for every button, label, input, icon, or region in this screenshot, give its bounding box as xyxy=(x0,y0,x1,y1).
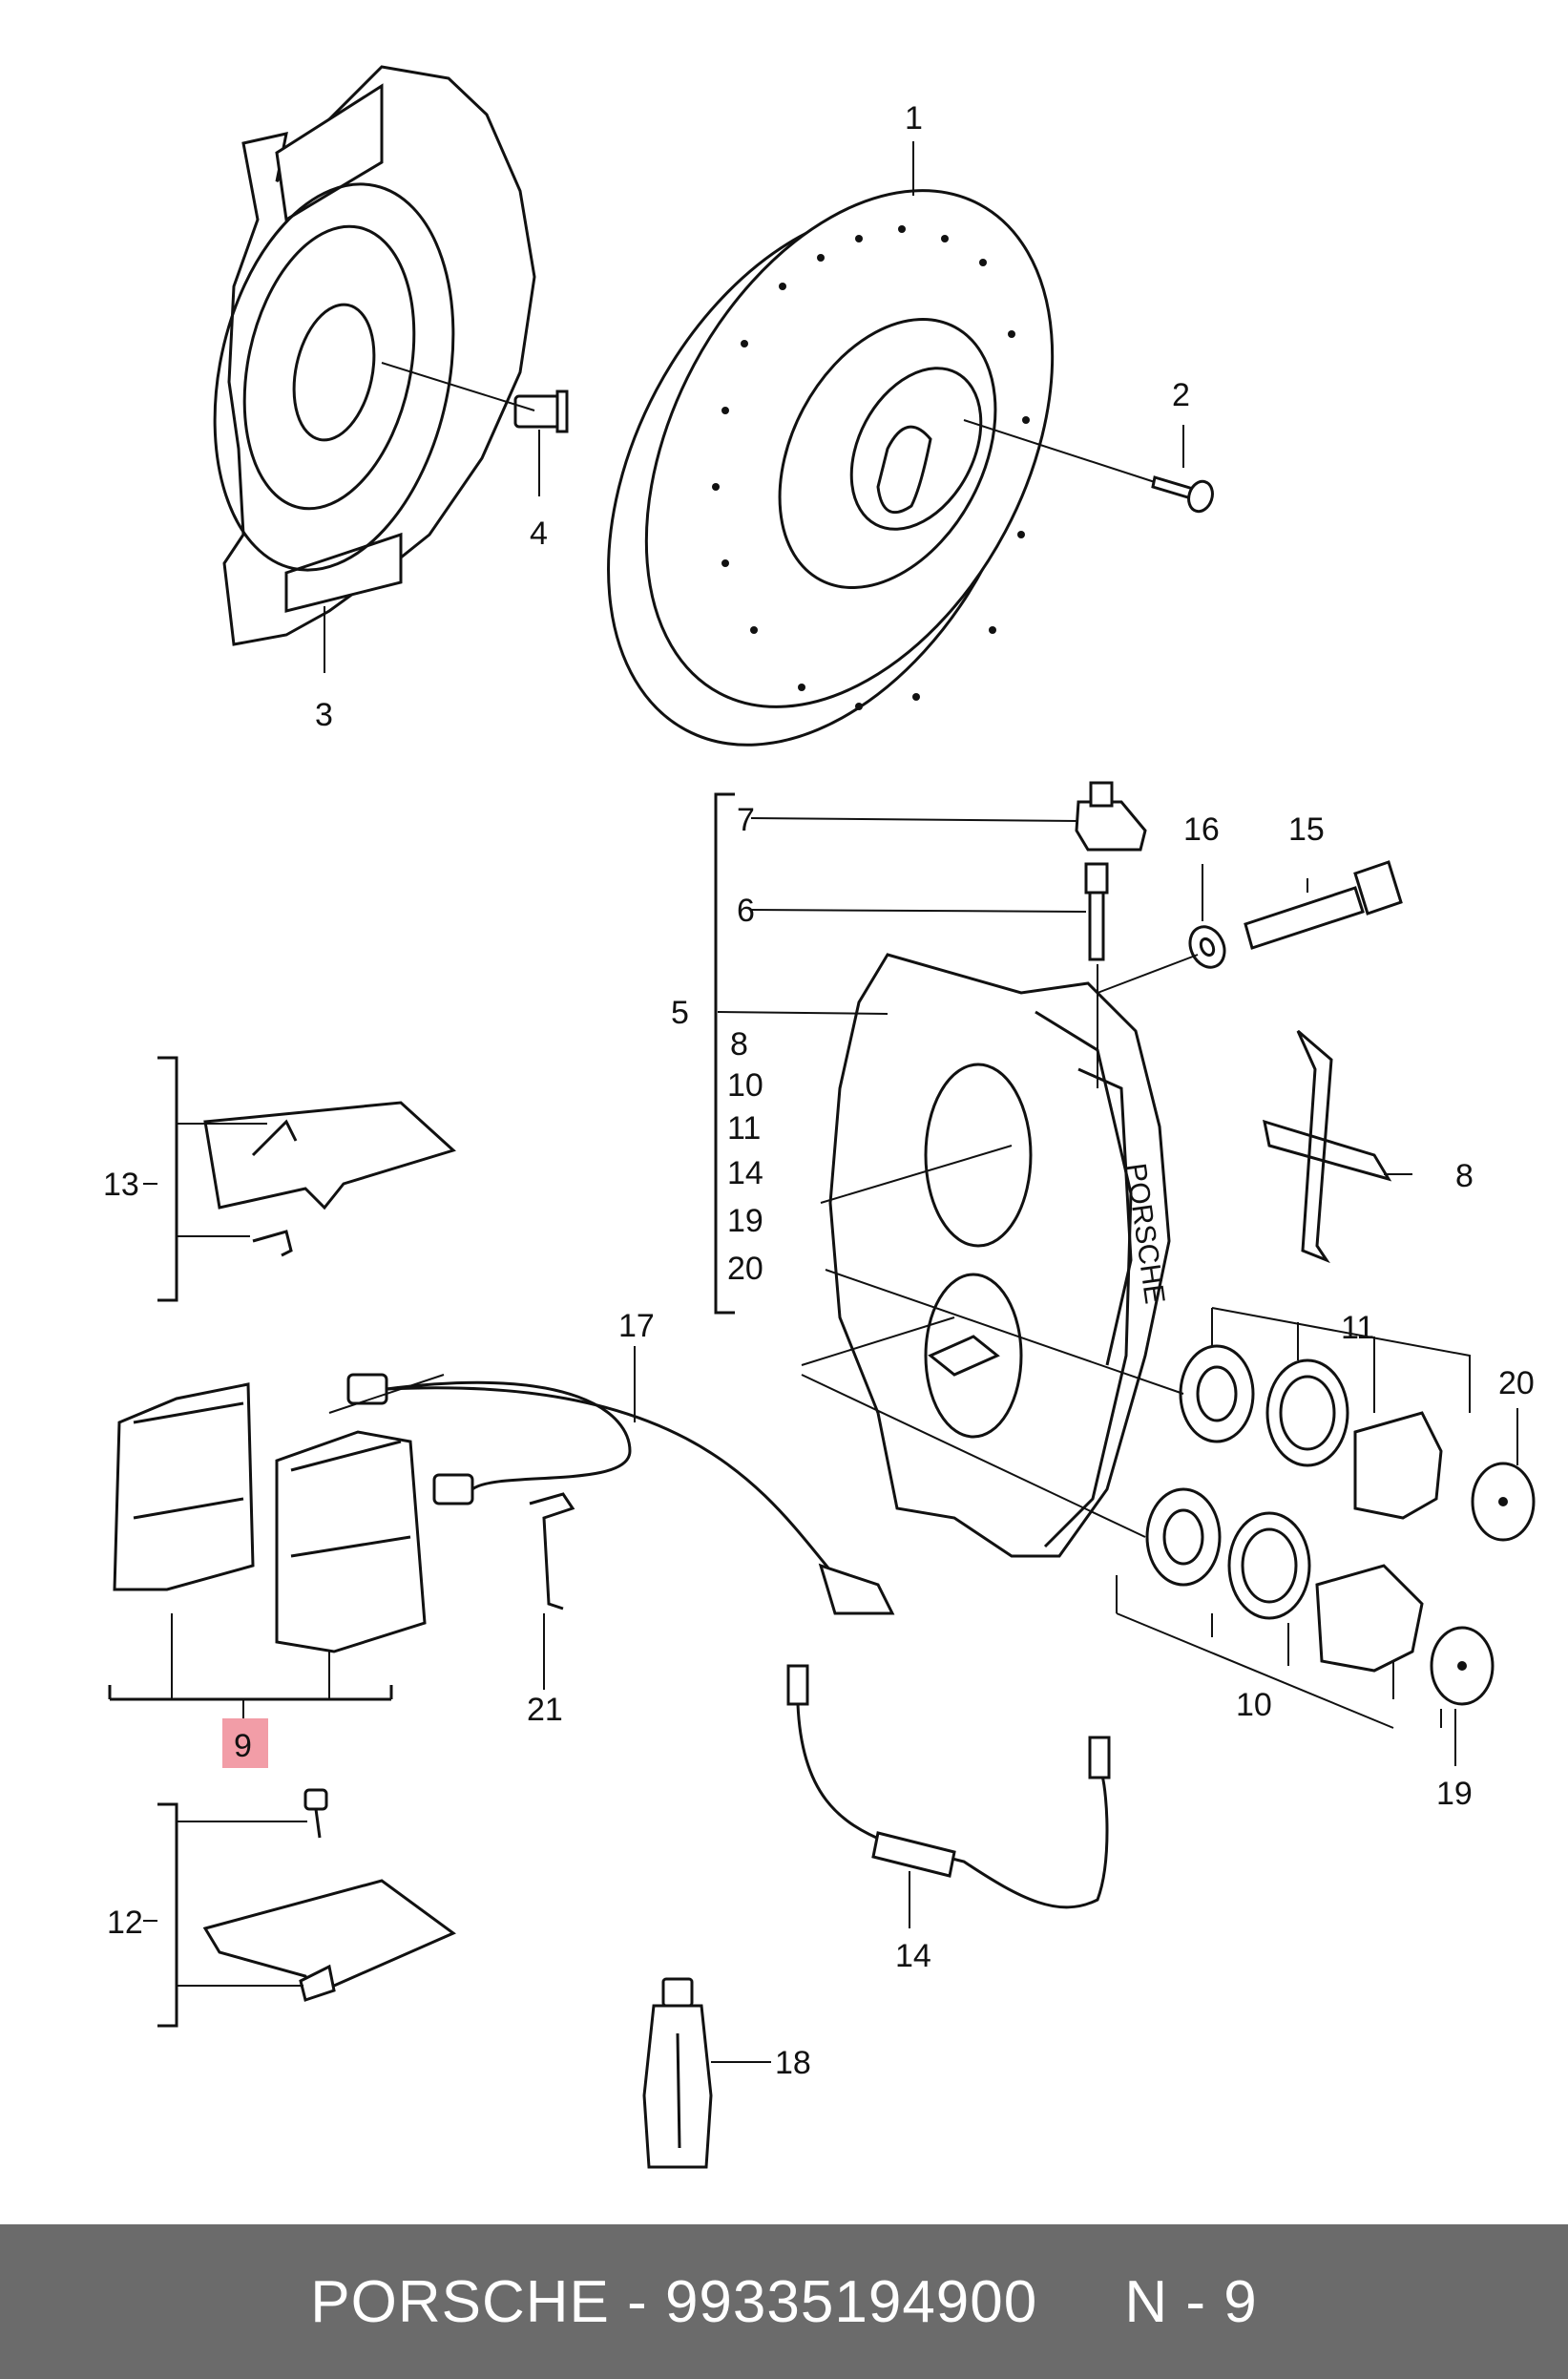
washer xyxy=(1188,925,1226,969)
callout-4: 4 xyxy=(530,516,548,552)
callout-15: 15 xyxy=(1288,811,1325,848)
dust-shield xyxy=(213,65,536,646)
brake-pads xyxy=(108,1382,427,1701)
callout-11: 11 xyxy=(1341,1310,1374,1346)
callout-20: 20 xyxy=(1498,1365,1535,1401)
callout-12: 12 xyxy=(107,1905,143,1941)
callout-8: 8 xyxy=(1455,1158,1474,1194)
sensor-clip xyxy=(529,1492,575,1611)
shield-bolt xyxy=(513,389,569,433)
callout-16: 16 xyxy=(1183,811,1220,848)
bleeder-valve xyxy=(1084,862,1109,961)
leader-lines xyxy=(143,141,1518,2063)
caliper-bolt xyxy=(1244,860,1403,950)
spring-clip xyxy=(1263,1029,1392,1264)
group5-item: 14 xyxy=(727,1155,763,1191)
disc-screw xyxy=(1151,475,1214,514)
callout-10: 10 xyxy=(1236,1687,1272,1723)
group5-bracket xyxy=(714,792,735,1315)
callout-9-highlight xyxy=(222,1718,268,1768)
callout-7: 7 xyxy=(737,802,755,838)
callout-13: 13 xyxy=(103,1167,139,1203)
group5-item: 20 xyxy=(727,1251,763,1287)
callout-5: 5 xyxy=(671,995,689,1031)
bleeder-cap xyxy=(1075,781,1147,852)
callout-9: 9 xyxy=(234,1728,252,1764)
footer-gap xyxy=(1037,2268,1124,2336)
brake-hose xyxy=(786,1664,1111,1909)
callout-3: 3 xyxy=(315,697,333,733)
footer-brand: PORSCHE xyxy=(310,2268,610,2335)
pistons-upper xyxy=(1179,1344,1536,1542)
group5-item: 19 xyxy=(727,1203,763,1239)
group5-item: 10 xyxy=(727,1067,763,1104)
group5-item: 11 xyxy=(727,1110,761,1147)
callout-19: 19 xyxy=(1436,1776,1473,1812)
callout-18: 18 xyxy=(775,2045,811,2081)
part-number-footer: PORSCHE - 99335194900 N - 9 xyxy=(0,2224,1568,2379)
anti-squeal-plate-13 xyxy=(157,1056,456,1302)
callout-1: 1 xyxy=(905,100,923,137)
footer-separator: - xyxy=(609,2268,665,2335)
anti-squeal-plate-12 xyxy=(157,1788,456,2028)
group5-item: 8 xyxy=(730,1026,748,1063)
callout-17: 17 xyxy=(618,1308,655,1344)
brake-disc xyxy=(607,189,1055,747)
brake-parts-diagram: PORSCHE xyxy=(103,65,1536,2169)
footer-position: N - 9 xyxy=(1124,2268,1258,2335)
grease-tube xyxy=(642,1977,713,2169)
callout-2: 2 xyxy=(1172,377,1190,413)
group5-sublist: 8 10 11 14 19 20 xyxy=(727,1026,763,1287)
callout-labels: 1 2 3 4 5 6 7 8 9 10 11 12 13 14 15 16 1… xyxy=(103,100,1535,2081)
callout-21: 21 xyxy=(527,1692,563,1728)
callout-14: 14 xyxy=(895,1938,931,1974)
brake-caliper: PORSCHE xyxy=(828,953,1171,1558)
footer-part-number: 99335194900 xyxy=(664,2268,1038,2335)
callout-6: 6 xyxy=(737,893,755,929)
pistons-lower xyxy=(1145,1487,1495,1706)
wear-sensor-cable xyxy=(346,1373,895,1615)
